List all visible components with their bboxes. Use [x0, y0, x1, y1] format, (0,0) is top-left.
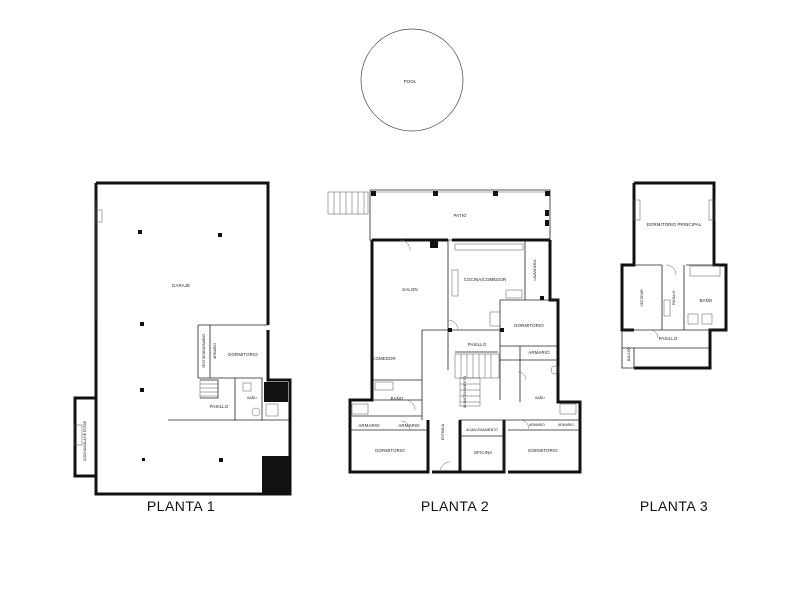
room-label-bath-left: BAÑO	[391, 396, 404, 401]
room-label-patio: PATIO	[453, 213, 467, 218]
room-label-hallway-small: PASILLO	[672, 291, 676, 305]
room-label-laundry: LAVANDERIA	[533, 259, 537, 281]
room-label-wardrobe-bottom-a: ARMARIO	[529, 423, 545, 427]
room-label-lounge: SALON	[402, 287, 417, 292]
room-label-wardrobe-p1: ARMARIO	[213, 343, 217, 359]
pool: POOL	[360, 28, 464, 132]
room-label-hallway-p1: PASILLO	[210, 404, 229, 409]
room-label-bedroom-left: DORMITORIO	[375, 448, 405, 453]
room-label-wardrobe-right: ARMARIO	[528, 350, 550, 355]
room-label-office: OFICINA	[474, 450, 493, 455]
room-label-dressing-room: VESTIDOR	[640, 289, 644, 307]
room-label-storage: ALMACENAMIENTO	[463, 376, 467, 408]
pool-label: POOL	[404, 79, 417, 84]
room-label-hallway-p3: PASILLO	[659, 336, 678, 341]
room-label-garage: GARAJE	[172, 283, 190, 288]
room-label-office-storage: ALMACENAMIENTO	[466, 428, 498, 432]
floor-title-planta-2: PLANTA 2	[421, 498, 489, 514]
room-label-wardrobe-left-b: ARMARIO	[398, 423, 420, 428]
room-label-bedroom-right: DORMITORIO	[514, 323, 544, 328]
room-label-bath-right: BAÑO	[535, 395, 545, 400]
floor-title-planta-1: PLANTA 1	[147, 498, 215, 514]
room-label-kitchen-living: COCINA/SALA DE ESTAR	[83, 420, 87, 461]
room-label-balcony: BALCÓN	[626, 346, 631, 360]
room-label-bedroom-p1: DORMITORIO	[228, 352, 258, 357]
room-label-wardrobe-bottom-b: ARMARIO	[558, 423, 574, 427]
room-label-bedroom-bottom: DORMITORIO	[528, 448, 558, 453]
room-label-dining: COMEDOR	[372, 356, 396, 361]
stairs-p2	[454, 353, 500, 407]
room-label-dressing-p1: VESTIDOR/ARMARIO	[202, 334, 206, 368]
room-label-entrance: ENTRADA	[441, 423, 445, 440]
floor-plan-planta-2: PATIO SALON COCINA/COMEDOR LAVANDERIA CO…	[327, 189, 582, 514]
room-label-hallway-p2: PASILLO	[468, 342, 487, 347]
room-label-bath-p3: BAÑO	[700, 298, 713, 303]
room-label-kitchen-dining: COCINA/COMEDOR	[464, 277, 507, 282]
exterior-stairs-p2	[327, 191, 369, 215]
floor-plan-planta-1: GARAJE COCINA/SALA DE ESTAR DORMITORIO A…	[73, 181, 292, 514]
floor-plan-planta-3: DORMITORIO PRINCIPAL VESTIDOR PASILLO BA…	[620, 181, 728, 514]
room-label-wardrobe-left-a: ARMARIO	[358, 423, 380, 428]
room-label-bath-p1: BAÑO	[247, 395, 257, 400]
room-label-master-bedroom: DORMITORIO PRINCIPAL	[647, 222, 702, 227]
floor-title-planta-3: PLANTA 3	[640, 498, 708, 514]
stairs-p1	[199, 379, 219, 399]
